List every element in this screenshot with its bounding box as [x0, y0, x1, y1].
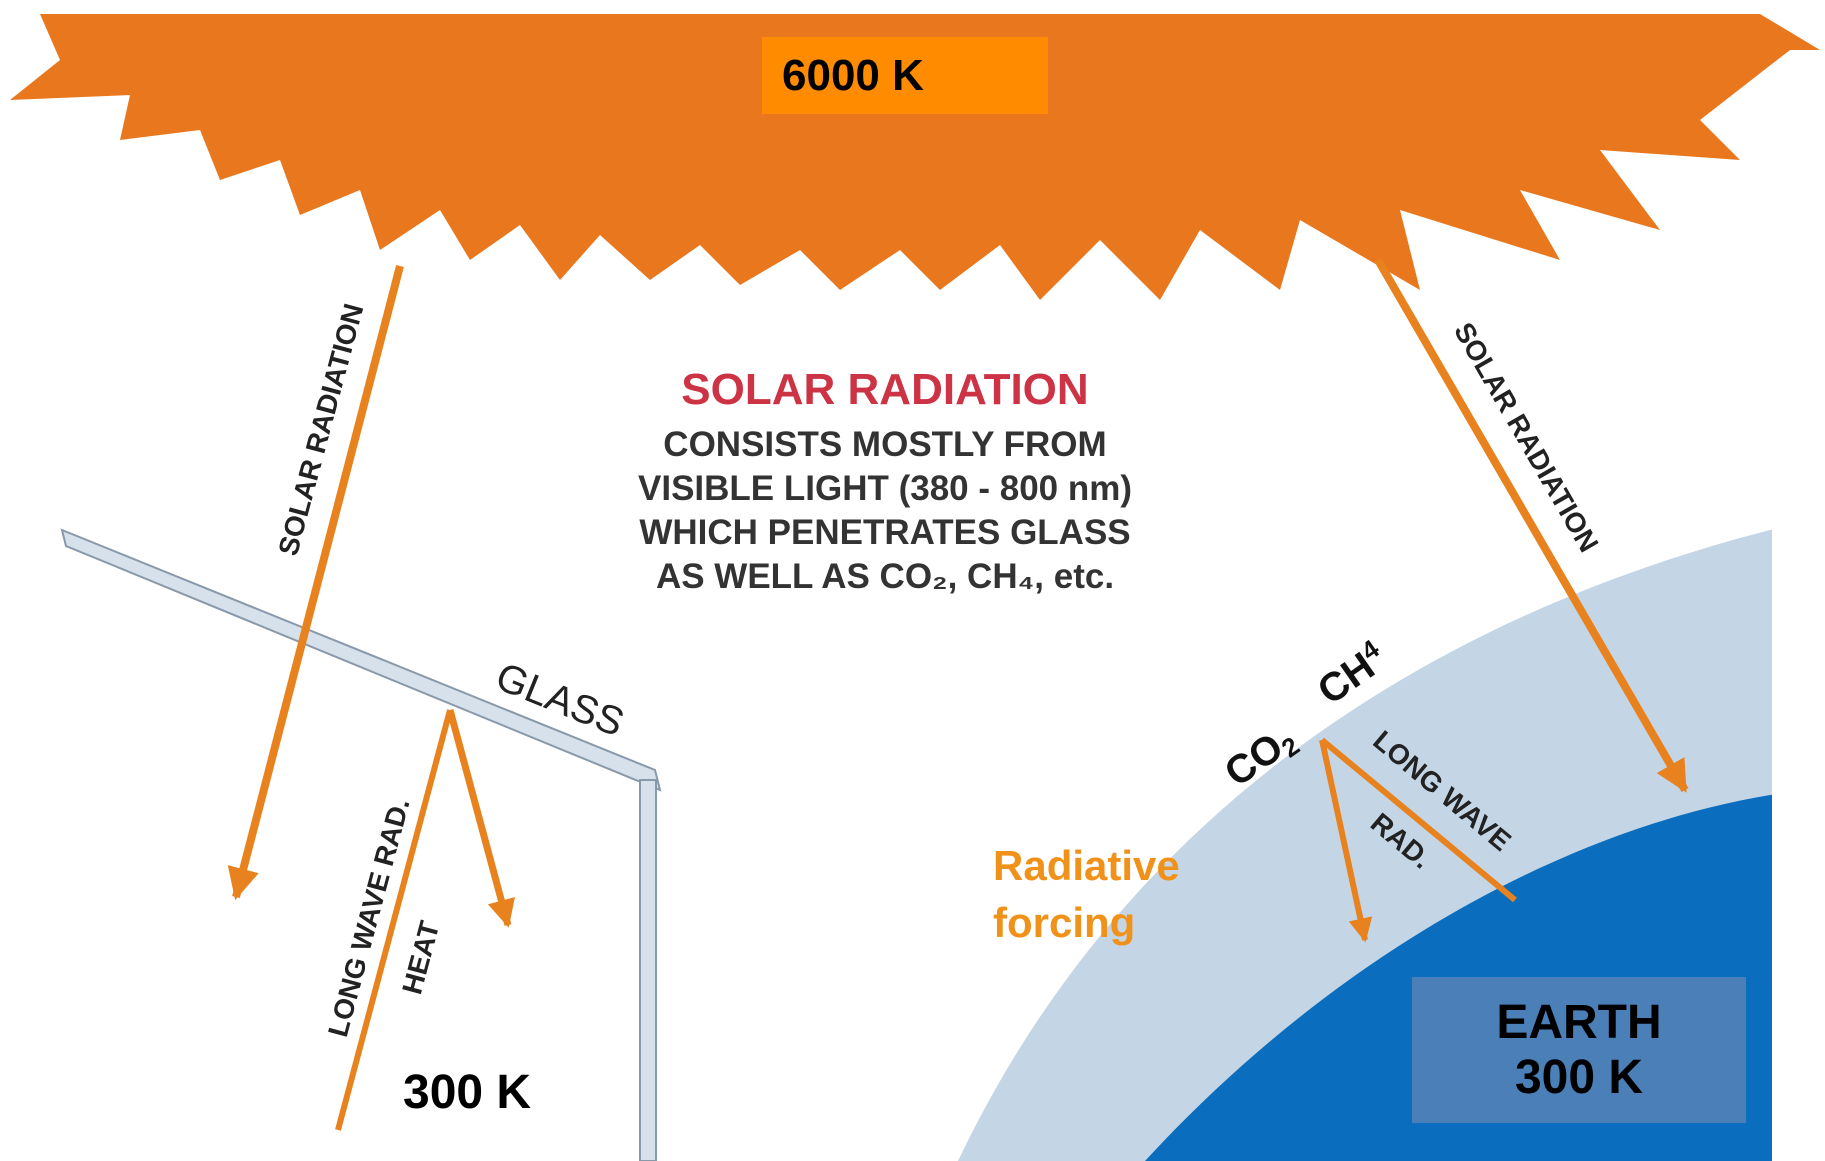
glass-roof	[60, 528, 662, 792]
info-line-3: WHICH PENETRATES GLASS	[639, 513, 1130, 552]
info-line-4: AS WELL AS CO₂, CH₄, etc.	[656, 557, 1114, 596]
glass-wall	[639, 779, 657, 1161]
earth-reflect-arrow	[1319, 739, 1373, 943]
sun-temperature-label: 6000 K	[762, 37, 1048, 114]
greenhouse-solar-arrow	[227, 264, 404, 901]
greenhouse-heat-label: HEAT	[396, 918, 445, 998]
earth-longwave-line	[1320, 737, 1517, 903]
greenhouse-temperature-label: 300 K	[403, 1066, 532, 1119]
greenhouse-longwave-line	[335, 709, 453, 1131]
earth-temperature: 300 K	[1514, 1051, 1644, 1104]
earth-label-box: EARTH 300 K	[1412, 977, 1746, 1123]
radiative-forcing-line-1: Radiative	[993, 842, 1180, 889]
earth-right-border	[1772, 0, 1825, 1161]
earth-solar-arrow	[1374, 257, 1689, 793]
info-line-2: VISIBLE LIGHT (380 - 800 nm)	[638, 469, 1132, 508]
sun-shape	[10, 14, 1820, 300]
info-title: SOLAR RADIATION	[681, 365, 1088, 414]
earth-name: EARTH	[1496, 995, 1662, 1049]
radiative-forcing-line-2: forcing	[993, 899, 1135, 946]
greenhouse-reflect-arrow	[446, 709, 515, 928]
info-line-1: CONSISTS MOSTLY FROM	[663, 425, 1106, 464]
